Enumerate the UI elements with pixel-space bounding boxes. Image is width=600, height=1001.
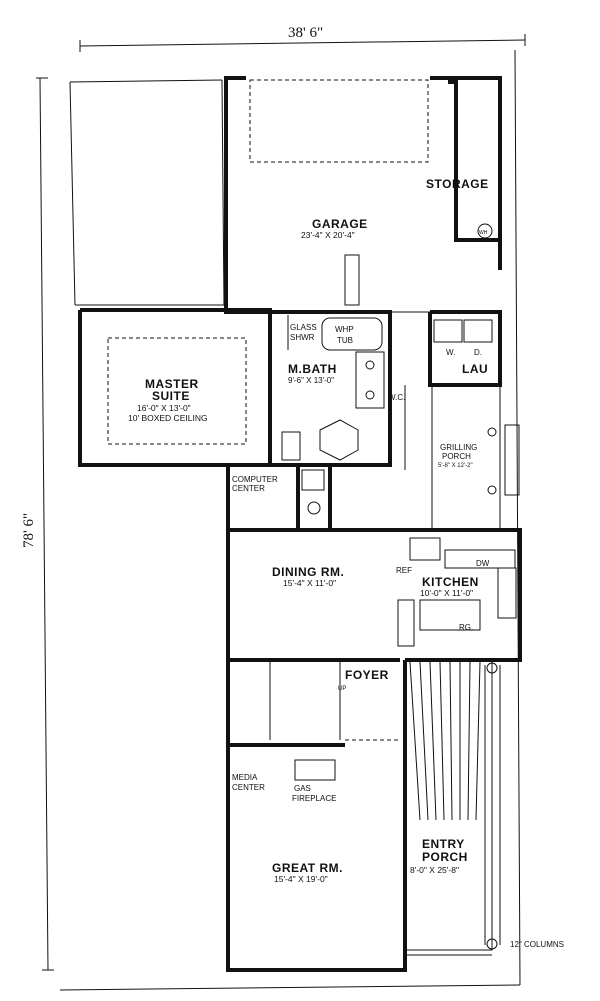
overall-depth-label: 78' 6" [21,513,37,548]
dryer-label: D. [474,348,482,357]
grilling-porch-size: 5'-8" X 12'-2" [438,463,473,469]
adjacent-outline [69,79,225,306]
water-heater-label: WH [479,230,488,236]
laundry-name: LAU [462,362,488,376]
garage-walls [224,76,502,314]
master-suite-name-1: MASTER [145,377,199,391]
whirlpool-label: WHP [335,325,354,334]
dishwasher-label: DW [476,559,490,568]
great-room-walls [226,745,407,972]
fireplace-label: FIREPLACE [292,794,336,803]
tub-label: TUB [337,336,353,345]
master-bath-size: 9'-6" X 13'-0" [288,376,334,385]
master-suite-ceiling: 10' BOXED CEILING [128,413,208,423]
stair-up-label: UP [338,686,346,692]
range-label: RG. [459,623,473,632]
glass-label: GLASS [290,323,317,332]
master-bath-walls [270,310,392,467]
dimension-lines [36,34,526,991]
dining-kitchen-walls [226,528,522,662]
entry-porch-name-2: PORCH [422,850,468,864]
computer-label: COMPUTER [232,475,278,484]
gas-label: GAS [294,784,311,793]
entry-porch-size: 8'-0" X 25'-8" [410,865,459,875]
media-center-label: CENTER [232,783,265,792]
kitchen-size: 10'-0" X 11'-0" [420,588,473,598]
walk-in-closet-label: W.C. [388,393,405,402]
master-suite-name-2: SUITE [152,389,190,403]
dining-room-size: 15'-4" X 11'-0" [283,578,336,588]
hall-walls [226,385,406,532]
great-room-name: GREAT RM. [272,861,343,875]
entry-porch [405,659,501,956]
garage-name: GARAGE [312,217,368,231]
foyer-walls [226,658,407,950]
computer-center-label: CENTER [232,484,265,493]
storage-name: STORAGE [426,177,489,191]
media-label: MEDIA [232,773,258,782]
kitchen-name: KITCHEN [422,575,479,589]
foyer-name: FOYER [345,668,389,682]
dining-room-name: DINING RM. [272,565,344,579]
entry-porch-name: ENTRY [422,837,465,851]
columns-label: 12" COLUMNS [510,940,564,949]
refrigerator-label: REF [396,566,412,575]
grilling-porch-name: GRILLING [440,443,477,452]
master-suite-size: 16'-0" X 13'-0" [137,403,191,413]
washer-label: W. [446,348,455,357]
master-bath-name: M.BATH [288,362,337,376]
shower-label: SHWR [290,333,315,342]
grilling-porch-name-2: PORCH [442,452,471,461]
garage-size: 23'-4" X 20'-4" [301,230,355,240]
overall-width-label: 38' 6" [288,25,323,41]
great-room-size: 15'-4" X 19'-0" [274,874,328,884]
